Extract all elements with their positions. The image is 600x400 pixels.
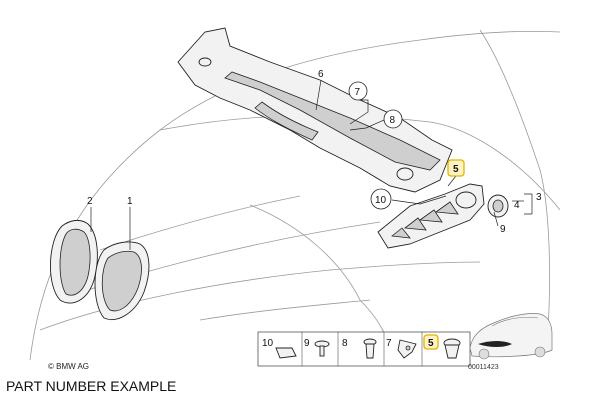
callout-5-highlighted: 5 [447, 159, 465, 177]
drawing-number: 00011423 [468, 364, 499, 371]
callout-6-label: 6 [318, 69, 324, 80]
clamp-icon [397, 339, 417, 359]
fastener-legend: 10 9 8 7 5 [257, 331, 471, 367]
legend-item-7-label: 7 [386, 338, 392, 349]
legend-item-9: 9 [304, 338, 330, 357]
leader-lines [90, 79, 533, 250]
callout-10: 10 [370, 188, 392, 210]
legend-item-5-label: 5 [428, 338, 434, 349]
air-intake-duct [377, 183, 485, 249]
callout-1-label: 1 [127, 196, 133, 207]
callout-6: 6 [318, 69, 324, 80]
callout-7-label: 7 [355, 87, 361, 98]
grommet [487, 194, 509, 218]
callout-8: 8 [383, 109, 403, 129]
callout-4-label: 4 [514, 200, 520, 211]
legend-item-8: 8 [342, 338, 377, 359]
cowl-panel [177, 27, 453, 193]
callout-7: 7 [348, 81, 368, 101]
callout-4: 4 [514, 200, 520, 211]
copyright-notice: © BMW AG [48, 362, 90, 371]
legend-item-5-highlighted: 5 [423, 334, 461, 359]
kidney-grille-right [94, 241, 150, 320]
clip-icon [275, 347, 297, 359]
legend-item-8-label: 8 [342, 338, 348, 349]
caption: PART NUMBER EXAMPLE [6, 378, 177, 394]
legend-item-10: 10 [262, 338, 297, 359]
highlight-mark [478, 341, 512, 347]
kidney-grille-left [50, 219, 98, 304]
callout-1: 1 [127, 196, 133, 207]
callout-9: 9 [500, 224, 506, 235]
legend-item-10-label: 10 [262, 338, 274, 349]
callout-2: 2 [87, 196, 93, 207]
expanding-nut-icon [443, 338, 461, 359]
screw-icon [314, 340, 330, 357]
callout-3: 3 [536, 192, 542, 203]
callout-2-label: 2 [87, 196, 93, 207]
callout-8-label: 8 [390, 115, 396, 126]
callout-9-label: 9 [500, 224, 506, 235]
callout-3-label: 3 [536, 192, 542, 203]
callout-5-label: 5 [453, 164, 459, 175]
car-thumbnail [469, 313, 553, 360]
callout-10-label: 10 [375, 195, 387, 206]
rivet-icon [363, 338, 377, 359]
legend-item-7: 7 [386, 338, 417, 359]
legend-item-9-label: 9 [304, 338, 310, 349]
